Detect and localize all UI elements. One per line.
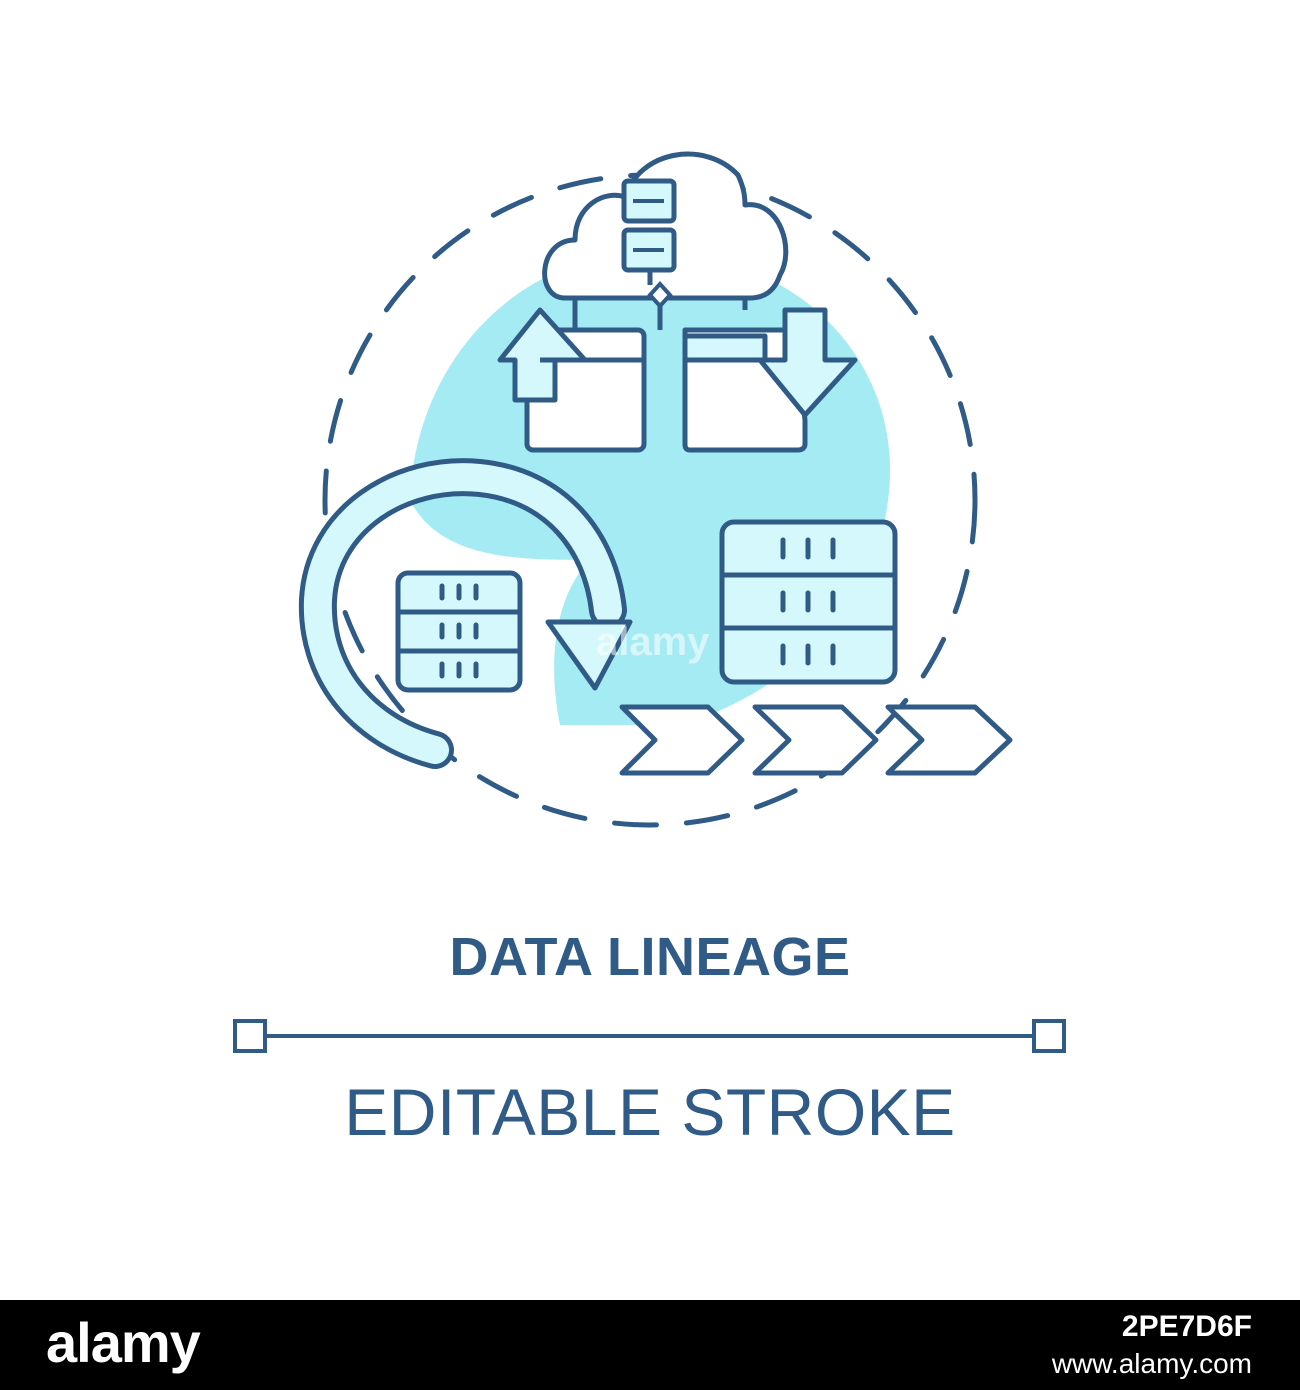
data-lineage-illustration [233, 151, 1066, 1053]
chevron-arrows-icon [619, 704, 1013, 776]
chevron-1 [619, 704, 745, 776]
download-arrow-icon [682, 307, 858, 418]
large-server-icon [719, 519, 898, 685]
stock-url: www.alamy.com [1051, 1348, 1252, 1379]
stock-logo: alamy [46, 1311, 201, 1374]
small-server-icon [395, 570, 523, 693]
cycle-arrow-icon [298, 458, 633, 769]
upload-arrow-icon [497, 307, 645, 403]
stock-footer-bar: alamy 2PE7D6F www.alamy.com [0, 1300, 1300, 1390]
chevron-2 [752, 704, 879, 776]
stock-image-id: 2PE7D6F [1121, 1310, 1252, 1343]
editable-stroke-line [233, 1019, 1066, 1053]
watermark: alamy [596, 620, 710, 664]
icon-subtitle: EDITABLE STROKE [344, 1075, 956, 1149]
icon-title: DATA LINEAGE [449, 927, 851, 987]
chevron-3 [885, 704, 1013, 776]
stroke-handle-right [1032, 1019, 1066, 1053]
cloud-server-icon [542, 151, 789, 309]
connector-lines [572, 298, 748, 330]
stroke-handle-left [233, 1019, 267, 1053]
